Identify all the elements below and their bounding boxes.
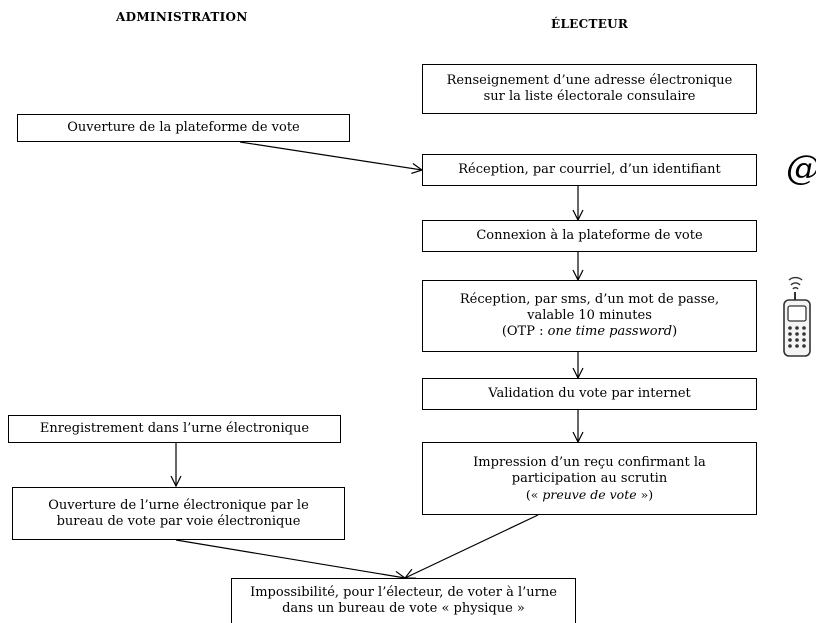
step-renseignement-line1: Renseignement d’une adresse électronique	[446, 73, 733, 88]
step-ouverture-urne: Ouverture de l’urne électronique par le …	[12, 487, 345, 540]
preuve-italic: preuve de vote	[542, 486, 637, 502]
final-line1: Impossibilité, pour l’électeur, de voter…	[250, 585, 557, 600]
preuve-suffix: »)	[636, 486, 654, 502]
step-renseignement-line2: sur la liste électorale consulaire	[483, 89, 696, 104]
step-reception-identifiant: Réception, par courriel, d’un identifian…	[422, 154, 757, 186]
step-impression-recu: Impression d’un reçu confirmant la parti…	[422, 442, 757, 515]
step-impression-preuve-line: (« preuve de vote »)	[526, 487, 653, 503]
step-reception-sms: Réception, par sms, d’un mot de passe, v…	[422, 280, 757, 352]
step-connexion-label: Connexion à la plateforme de vote	[476, 228, 703, 243]
step-renseignement-adresse: Renseignement d’une adresse électronique…	[422, 64, 757, 114]
step-impossibilite-vote-physique: Impossibilité, pour l’électeur, de voter…	[231, 578, 576, 623]
arrow-urne-to-final	[175, 539, 405, 578]
email-at-icon: @	[786, 148, 816, 188]
step-reception-identifiant-label: Réception, par courriel, d’un identifian…	[458, 162, 721, 177]
arrow-impression-to-final	[405, 514, 539, 578]
step-sms-otp-line: (OTP : one time password)	[502, 324, 677, 340]
administration-header: ADMINISTRATION	[116, 10, 248, 24]
step-ouverture-plateforme-label: Ouverture de la plateforme de vote	[67, 120, 300, 135]
otp-prefix: (OTP :	[501, 324, 548, 339]
step-ouverture-urne-line1: Ouverture de l’urne électronique par le	[48, 497, 309, 513]
preuve-prefix: («	[525, 486, 543, 502]
step-connexion-plateforme: Connexion à la plateforme de vote	[422, 220, 757, 252]
step-enregistrement-label: Enregistrement dans l’urne électronique	[39, 421, 310, 436]
step-enregistrement-urne: Enregistrement dans l’urne électronique	[8, 415, 341, 443]
mobile-phone-icon	[783, 276, 811, 357]
step-ouverture-plateforme: Ouverture de la plateforme de vote	[17, 114, 350, 142]
step-sms-line2: valable 10 minutes	[527, 308, 652, 323]
step-impression-line1: Impression d’un reçu confirmant la	[473, 454, 706, 470]
arrow-plateforme-to-identifiant	[239, 141, 422, 170]
final-line2: dans un bureau de vote « physique »	[282, 601, 525, 616]
otp-suffix: )	[672, 324, 678, 339]
otp-italic: one time password	[547, 324, 673, 339]
step-impression-line2: participation au scrutin	[511, 470, 668, 486]
step-validation-vote: Validation du vote par internet	[422, 378, 757, 410]
electeur-header: ÉLECTEUR	[551, 17, 629, 31]
step-ouverture-urne-line2: bureau de vote par voie électronique	[56, 513, 301, 529]
step-sms-line1: Réception, par sms, d’un mot de passe,	[459, 292, 720, 307]
step-validation-label: Validation du vote par internet	[488, 386, 691, 401]
